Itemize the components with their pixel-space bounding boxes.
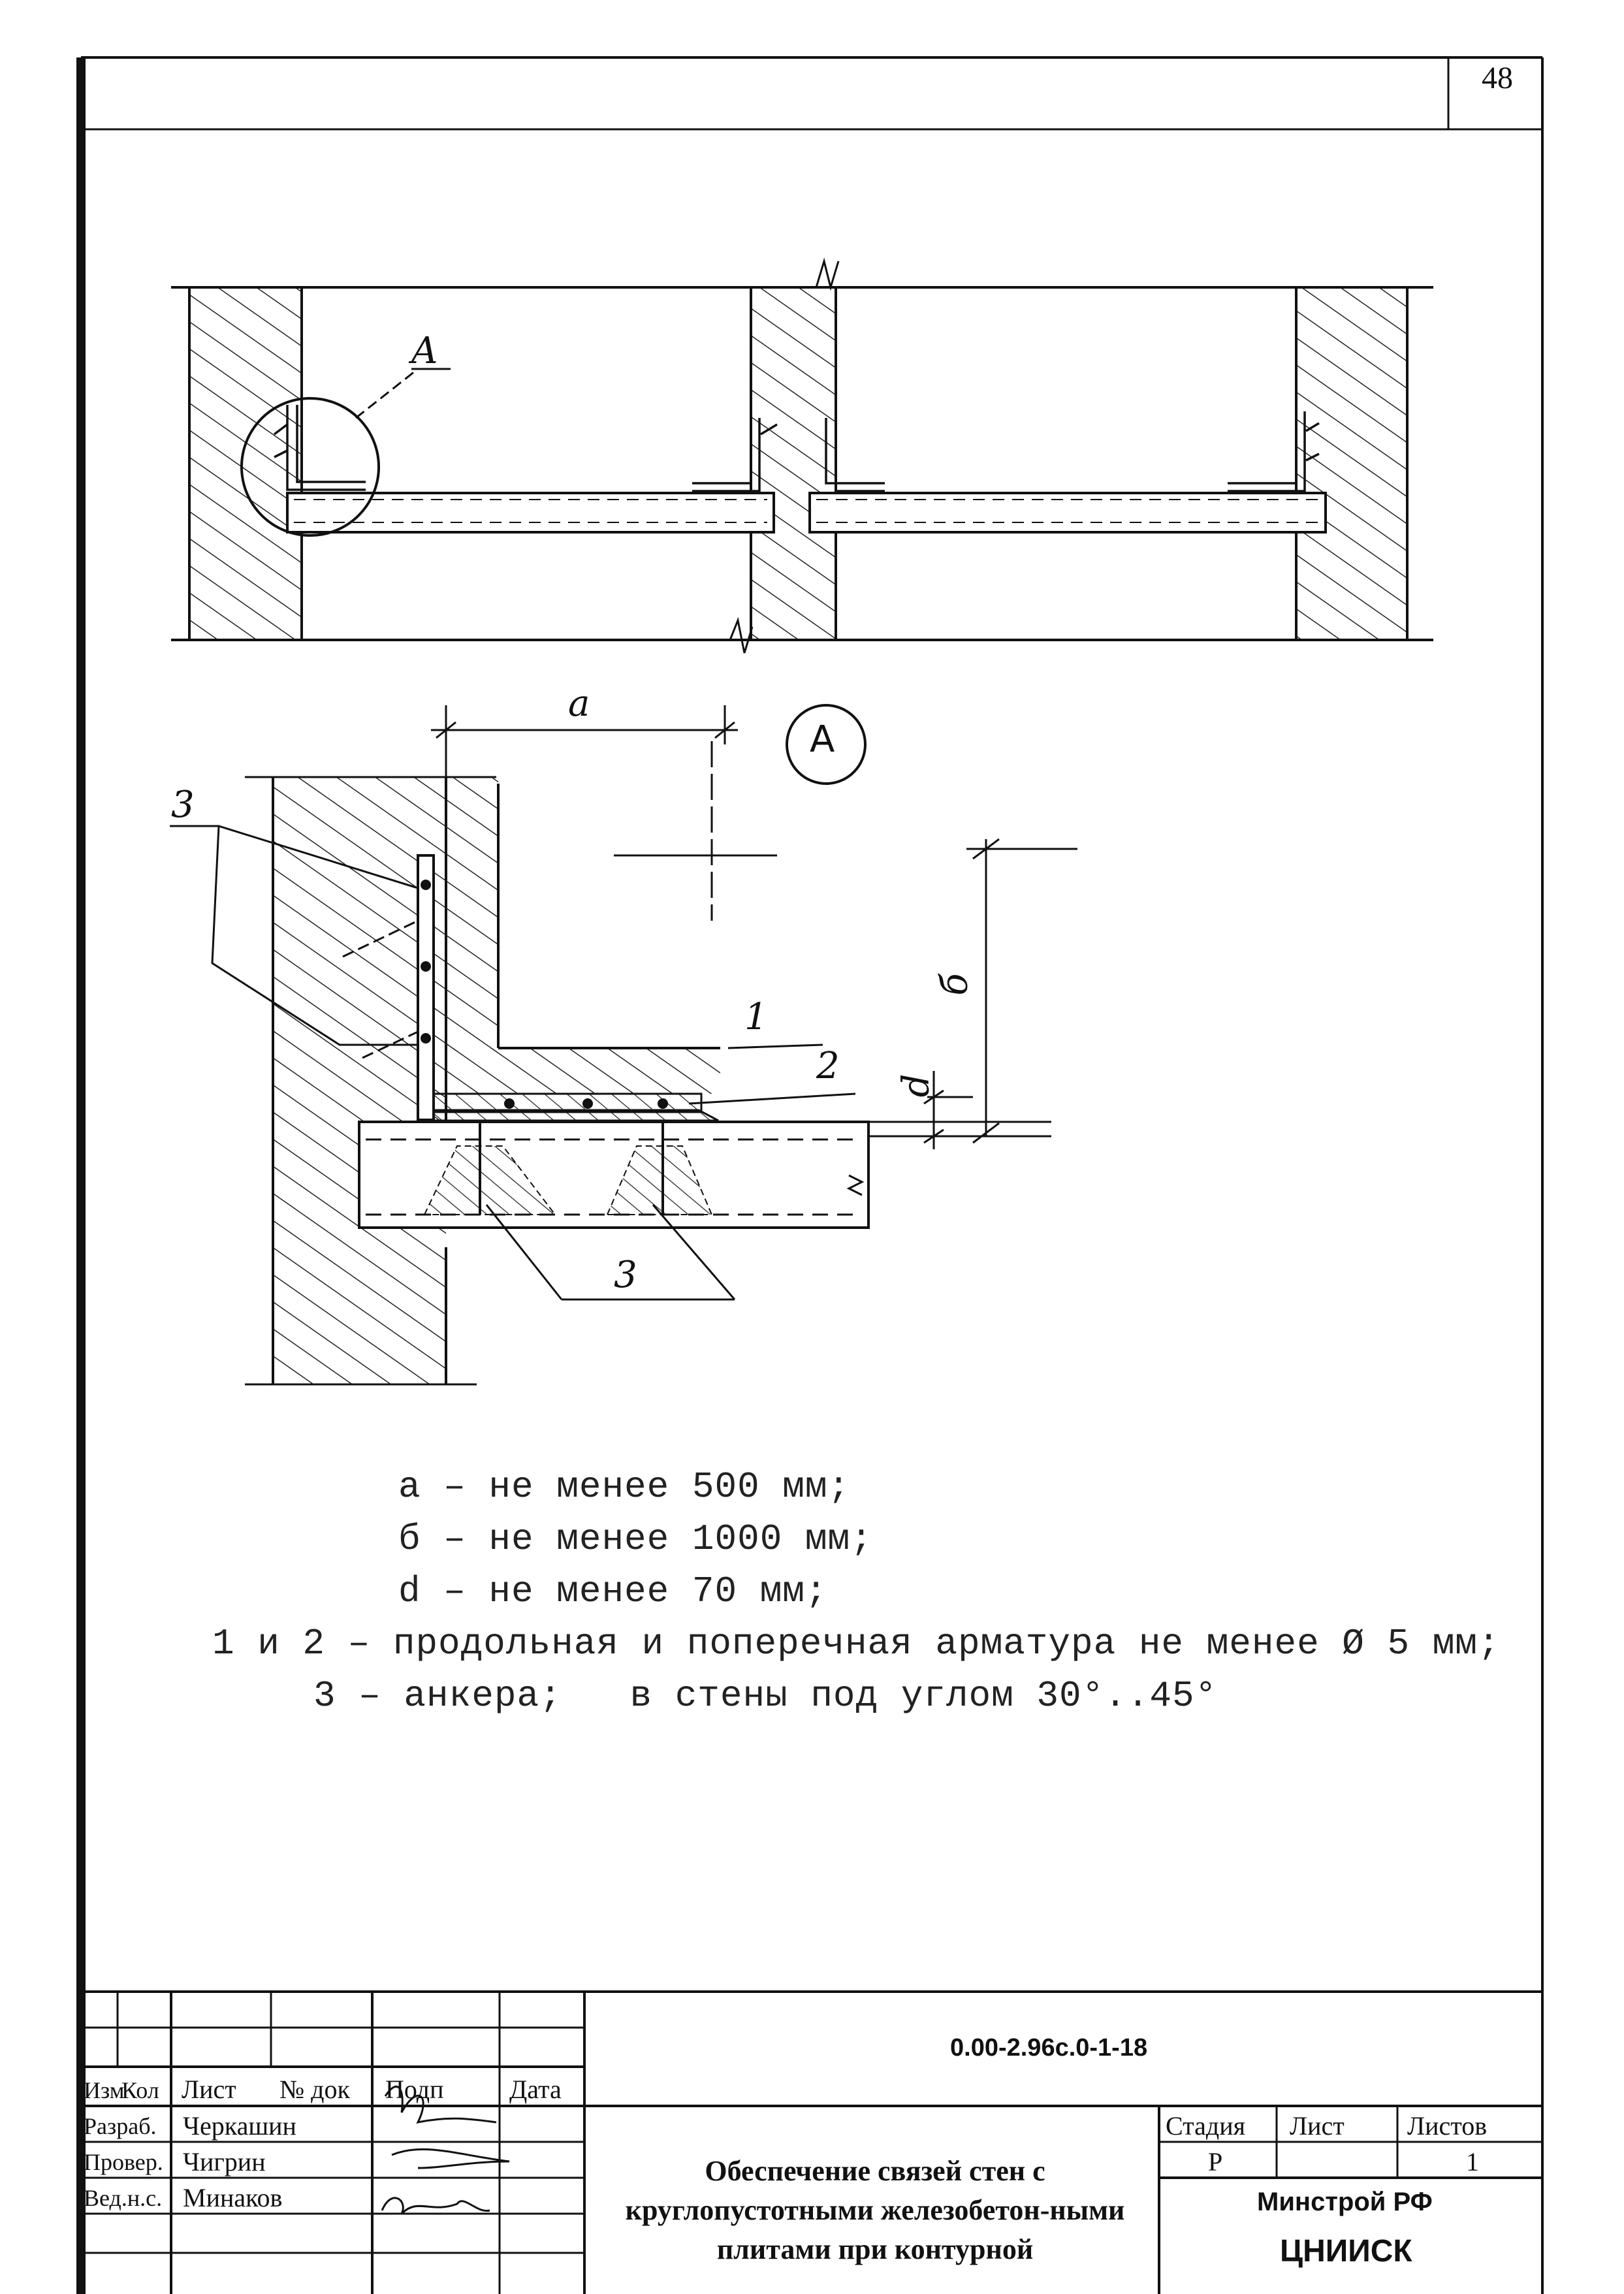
l-anchor-detail	[342, 854, 719, 1122]
header-list: Лист	[182, 2075, 236, 2104]
hatched-wall-right	[1295, 286, 1409, 641]
value-stage: Р	[1208, 2147, 1223, 2176]
header-stage: Стадия	[1166, 2111, 1246, 2141]
position-2-label: 2	[816, 1045, 840, 1087]
dimension-b-d	[868, 838, 1077, 1149]
hatched-wall-middle	[750, 286, 837, 641]
dim-a-label: a	[568, 682, 590, 725]
hollow-core-slab	[358, 1121, 870, 1229]
role-ved: Вед.н.с.	[84, 2185, 163, 2211]
header-kol: Кол	[121, 2077, 159, 2103]
header-izm: Изм	[84, 2077, 125, 2103]
dim-d-label: d	[895, 1074, 938, 1098]
signature-marks	[381, 2086, 510, 2215]
slab-right	[808, 492, 1327, 534]
value-sheets: 1	[1466, 2147, 1479, 2176]
drawing-title: Обеспечение связей стен с круглопустотны…	[625, 2155, 1125, 2265]
dim-b-label: б	[933, 973, 976, 996]
floor-strip	[446, 777, 720, 1094]
header-sheets: Листов	[1407, 2111, 1488, 2141]
leader-lines	[170, 825, 856, 1301]
title-block-lines	[81, 1990, 1542, 2294]
position-1-label: 1	[744, 996, 768, 1038]
dimension-a	[431, 705, 738, 777]
detail-marker-circle	[786, 704, 867, 785]
sheet-number: 48	[1482, 61, 1513, 95]
role-razrab: Разраб.	[84, 2113, 157, 2139]
position-3-bottom-label: 3	[614, 1254, 637, 1296]
center-mark	[614, 741, 777, 921]
name-razrab: Черкашин	[183, 2111, 296, 2141]
detail-callout	[240, 368, 451, 537]
name-ved: Минаков	[183, 2183, 283, 2212]
detail-marker-label: A	[810, 718, 835, 761]
org-ministry: Минстрой РФ	[1257, 2188, 1433, 2216]
anchor-brackets	[273, 405, 1320, 492]
slab-left	[286, 492, 775, 534]
position-3-top-label: 3	[171, 784, 195, 826]
section-view	[171, 257, 1433, 654]
header-podp: Подп	[385, 2075, 444, 2104]
callout-label-a: A	[411, 330, 438, 372]
name-prover: Чигрин	[183, 2147, 266, 2176]
header-sheet: Лист	[1290, 2111, 1345, 2141]
role-prover: Провер.	[84, 2149, 163, 2175]
header-ndok: № док	[279, 2075, 350, 2104]
header-data: Дата	[509, 2075, 562, 2104]
org-institute: ЦНИИСК	[1280, 2234, 1412, 2269]
drawing-frame	[76, 56, 1544, 2294]
detail-a	[170, 704, 1077, 1386]
document-code: 0.00-2.96с.0-1-18	[950, 2034, 1148, 2062]
hatched-wall-left	[188, 286, 303, 641]
